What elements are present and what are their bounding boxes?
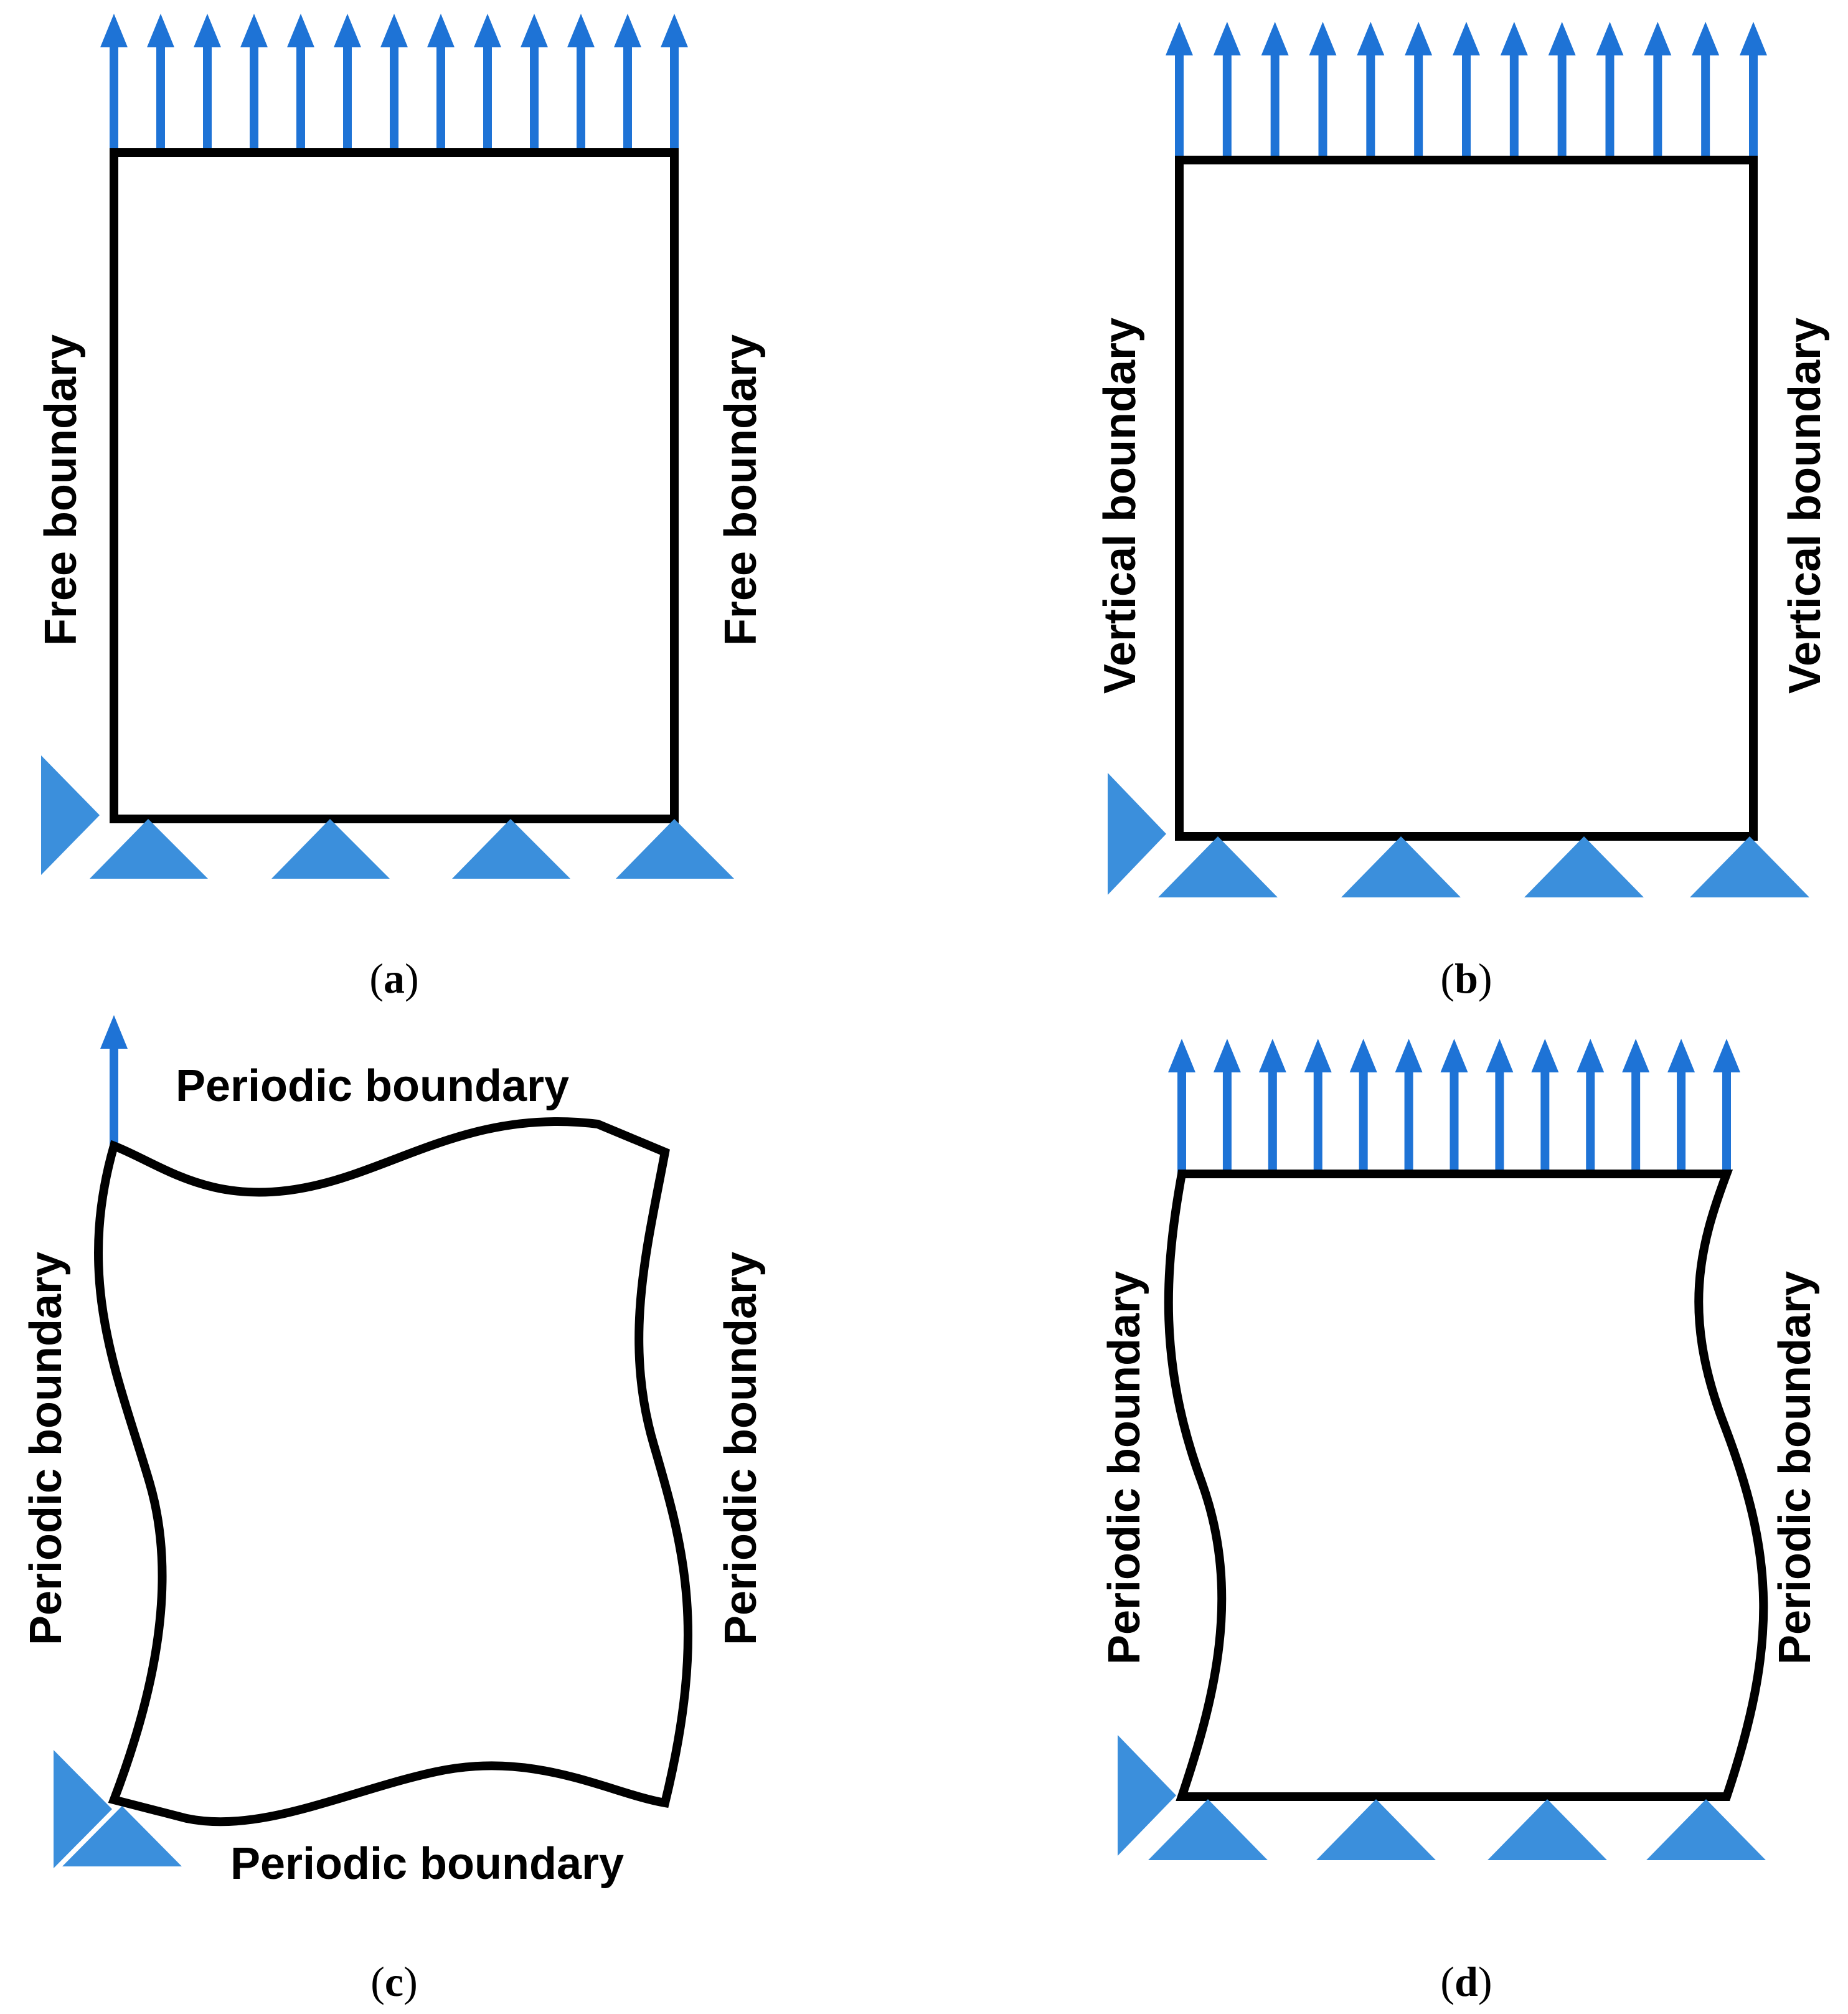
panel-b: Vertical boundary Vertical boundary (b)	[1095, 22, 1830, 1002]
panel-c-top-label: Periodic boundary	[176, 1061, 569, 1111]
up-arrow-icon	[147, 14, 174, 47]
up-arrow-icon	[1644, 22, 1672, 55]
panel-d-caption: (d)	[1440, 1958, 1492, 2005]
panel-d-bottom-support-icon	[1646, 1799, 1766, 1860]
panel-c-supports	[54, 1750, 182, 1868]
up-arrow-icon	[100, 1015, 128, 1049]
panel-c-side-support-icon	[54, 1750, 112, 1868]
panel-b-bottom-support-icon	[1690, 836, 1809, 897]
panel-a-domain-outline	[110, 148, 679, 823]
up-arrow-icon	[1213, 1039, 1241, 1072]
panel-a-bottom-support-icon	[452, 819, 570, 879]
panel-a-side-support-icon	[41, 755, 100, 875]
panel-d-domain-outline	[1164, 1170, 1768, 1801]
up-arrow-icon	[1667, 1039, 1695, 1072]
panel-c-bottom-support-icon	[62, 1806, 182, 1866]
panel-b-left-label: Vertical boundary	[1095, 318, 1145, 694]
panel-b-supports	[1108, 773, 1809, 897]
panel-d-bottom-support-icon	[1487, 1799, 1607, 1860]
panel-b-bottom-support-icon	[1341, 836, 1461, 897]
up-arrow-icon	[1500, 22, 1528, 55]
up-arrow-icon	[1395, 1039, 1423, 1072]
up-arrow-icon	[1440, 1039, 1468, 1072]
panel-b-bottom-support-icon	[1524, 836, 1644, 897]
panel-b-load-arrows	[1166, 22, 1767, 160]
up-arrow-icon	[380, 14, 408, 47]
up-arrow-icon	[240, 14, 268, 47]
panel-c-domain-outline	[94, 1117, 693, 1827]
panel-d: Periodic boundary Periodic boundary (d)	[1100, 1039, 1820, 2005]
panel-b-caption: (b)	[1440, 955, 1492, 1002]
panel-c-bottom-label: Periodic boundary	[230, 1839, 624, 1889]
panel-d-bottom-support-icon	[1316, 1799, 1436, 1860]
panel-d-load-arrows	[1168, 1039, 1740, 1174]
up-arrow-icon	[567, 14, 595, 47]
panel-c-caption: (c)	[370, 1958, 418, 2005]
up-arrow-icon	[1166, 22, 1193, 55]
panel-c-left-label: Periodic boundary	[21, 1252, 71, 1645]
panel-c: Periodic boundary Periodic boundary Peri…	[21, 1015, 766, 2005]
up-arrow-icon	[194, 14, 221, 47]
up-arrow-icon	[614, 14, 641, 47]
up-arrow-icon	[1453, 22, 1480, 55]
up-arrow-icon	[1309, 22, 1337, 55]
up-arrow-icon	[1357, 22, 1385, 55]
panel-a-left-label: Free boundary	[36, 334, 86, 646]
panel-a-right-label: Free boundary	[716, 334, 766, 646]
panel-b-side-support-icon	[1108, 773, 1166, 895]
up-arrow-icon	[1577, 1039, 1605, 1072]
up-arrow-icon	[1349, 1039, 1377, 1072]
up-arrow-icon	[334, 14, 361, 47]
panel-b-bottom-support-icon	[1158, 836, 1278, 897]
up-arrow-icon	[1740, 22, 1767, 55]
up-arrow-icon	[1261, 22, 1289, 55]
panel-d-supports	[1118, 1735, 1766, 1860]
panel-c-load-arrow	[100, 1015, 128, 1145]
panel-a-load-arrows	[100, 14, 688, 153]
panel-b-domain-outline	[1175, 156, 1758, 841]
panel-d-right-label: Periodic boundary	[1770, 1271, 1820, 1665]
panel-a-supports	[41, 755, 734, 879]
up-arrow-icon	[1713, 1039, 1740, 1072]
panel-d-left-label: Periodic boundary	[1100, 1271, 1149, 1665]
up-arrow-icon	[1258, 1039, 1286, 1072]
up-arrow-icon	[1213, 22, 1241, 55]
panel-b-right-label: Vertical boundary	[1780, 318, 1830, 694]
up-arrow-icon	[287, 14, 314, 47]
up-arrow-icon	[427, 14, 455, 47]
up-arrow-icon	[1596, 22, 1624, 55]
panel-a-bottom-support-icon	[90, 819, 208, 879]
up-arrow-icon	[1486, 1039, 1514, 1072]
panel-a: Free boundary Free boundary (a)	[36, 14, 766, 1002]
panel-a-bottom-support-icon	[271, 819, 390, 879]
up-arrow-icon	[1405, 22, 1433, 55]
panel-a-caption: (a)	[369, 955, 418, 1002]
up-arrow-icon	[1622, 1039, 1650, 1072]
up-arrow-icon	[1692, 22, 1720, 55]
up-arrow-icon	[661, 14, 688, 47]
up-arrow-icon	[474, 14, 501, 47]
panel-d-side-support-icon	[1118, 1735, 1176, 1856]
panel-a-bottom-support-icon	[616, 819, 734, 879]
panel-d-bottom-support-icon	[1148, 1799, 1268, 1860]
up-arrow-icon	[1548, 22, 1576, 55]
up-arrow-icon	[1304, 1039, 1332, 1072]
up-arrow-icon	[1168, 1039, 1195, 1072]
panel-c-right-label: Periodic boundary	[716, 1252, 766, 1645]
up-arrow-icon	[521, 14, 548, 47]
up-arrow-icon	[1531, 1039, 1559, 1072]
up-arrow-icon	[100, 14, 128, 47]
